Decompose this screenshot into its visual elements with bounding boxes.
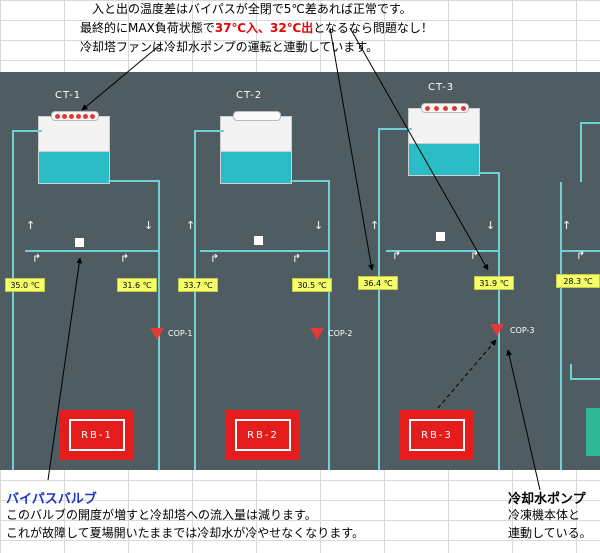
cooling-tower-panel: CT-1 ↑ ↓ ↱ ↱ 35.0 ℃ 31.6 ℃ COP-1 RB-1 CT…	[0, 72, 600, 470]
ct-2-label: CT-2	[236, 90, 263, 101]
pump-note-line-2: 連動している。	[508, 526, 592, 540]
rb-1-label: RB-1	[69, 419, 125, 451]
bypass-valve-1[interactable]	[75, 238, 84, 247]
flow-arrow-down-icon: ↓	[486, 219, 496, 232]
pipe-4-left	[560, 182, 562, 470]
ct-3-label: CT-3	[428, 82, 455, 93]
pipe-4-bend	[570, 364, 600, 380]
flow-arrow-turn-icon: ↱	[32, 252, 42, 265]
flow-arrow-turn-icon: ↱	[210, 252, 220, 265]
cooling-tower-3	[408, 103, 480, 176]
flow-arrow-turn-icon: ↱	[470, 249, 480, 262]
temp-ct1-out: 31.6 ℃	[117, 278, 157, 292]
ct-1-fan	[51, 111, 99, 121]
bypass-valve-3[interactable]	[436, 232, 445, 241]
rb-2-panel[interactable]: RB-2	[226, 410, 300, 460]
pump-2-label: COP-2	[328, 329, 353, 338]
temp-ct3-out: 31.9 ℃	[474, 276, 514, 290]
note-line-3: 冷却塔ファンは冷却水ポンプの運転と連動しています。	[80, 40, 379, 54]
temp-ct1-in: 35.0 ℃	[5, 278, 45, 292]
pump-note-line-1: 冷凍機本体と	[508, 508, 581, 522]
bypass-note-line-2: これが故障して夏場開いたままでは冷却水が冷やせなくなります。	[6, 526, 365, 540]
rb-3-panel[interactable]: RB-3	[400, 410, 474, 460]
pipe-3-bypass	[386, 250, 500, 252]
pipe-2-bypass	[200, 250, 330, 252]
pump-icon[interactable]	[490, 324, 504, 336]
bypass-note-line-1: このバルブの開度が増すと冷却塔への流入量は減ります。	[6, 508, 317, 522]
note-line-1: 入と出の温度差はバイパスが全閉で5℃差あれば正常です。	[92, 2, 412, 16]
flow-arrow-up-icon: ↑	[562, 219, 572, 232]
ct-1-label: CT-1	[55, 90, 82, 101]
cooling-tower-2	[220, 111, 292, 184]
rb-4-panel-partial	[586, 408, 600, 456]
ct-2-fan	[233, 111, 281, 121]
rb-2-label: RB-2	[235, 419, 291, 451]
flow-arrow-down-icon: ↓	[314, 219, 324, 232]
flow-arrow-up-icon: ↑	[26, 219, 36, 232]
ct-2-basin	[220, 152, 292, 184]
flow-arrow-down-icon: ↓	[144, 219, 154, 232]
pump-1-label: COP-1	[168, 329, 193, 338]
rb-1-panel[interactable]: RB-1	[60, 410, 134, 460]
ct-1-basin	[38, 152, 110, 184]
bypass-valve-heading: バイパスバルブ	[6, 492, 97, 507]
flow-arrow-turn-icon: ↱	[120, 252, 130, 265]
flow-arrow-up-icon: ↑	[186, 219, 196, 232]
ct-3-basin	[408, 144, 480, 176]
pump-heading: 冷却水ポンプ	[508, 492, 586, 507]
pipe-1-left	[12, 130, 42, 470]
temp-ct2-out: 30.5 ℃	[292, 278, 332, 292]
pipe-3-right	[478, 172, 500, 470]
note-line-2a: 最終的にMAX負荷状態で	[80, 21, 215, 35]
pump-icon[interactable]	[150, 328, 164, 340]
pump-icon[interactable]	[310, 328, 324, 340]
temp-ct4-in: 28.3 ℃	[556, 274, 600, 288]
rb-3-label: RB-3	[409, 419, 465, 451]
ct-3-fan	[421, 103, 469, 113]
pipe-1-bypass	[25, 250, 160, 252]
flow-arrow-turn-icon: ↱	[576, 249, 586, 262]
pipe-2-right	[290, 180, 330, 470]
flow-arrow-up-icon: ↑	[370, 219, 380, 232]
note-line-2b: となるなら問題なし！	[313, 21, 433, 35]
flow-arrow-turn-icon: ↱	[392, 249, 402, 262]
temp-ct3-in: 36.4 ℃	[358, 276, 398, 290]
pipe-4-top	[580, 122, 600, 182]
cooling-tower-1	[38, 111, 110, 184]
note-line-2: 最終的にMAX負荷状態で37℃入、32℃出となるなら問題なし！	[80, 19, 433, 37]
flow-arrow-turn-icon: ↱	[292, 252, 302, 265]
temp-ct2-in: 33.7 ℃	[178, 278, 218, 292]
pipe-4-bypass	[560, 250, 600, 252]
bypass-valve-2[interactable]	[254, 236, 263, 245]
note-line-2-highlight: 37℃入、32℃出	[214, 21, 314, 35]
pipe-1-right	[108, 180, 160, 470]
pump-3-label: COP-3	[510, 326, 535, 335]
pipe-2-left	[194, 130, 224, 470]
